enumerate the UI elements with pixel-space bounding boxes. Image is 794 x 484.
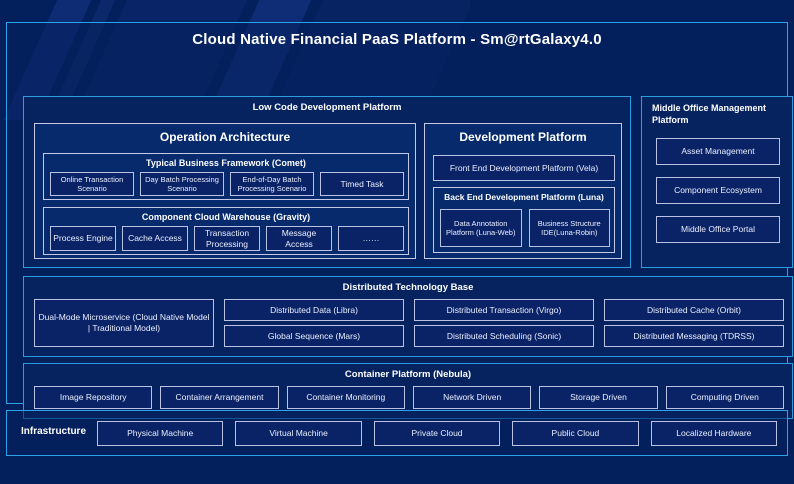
- subpanel-typical-business-framework[interactable]: Typical Business Framework (Comet) Onlin…: [43, 153, 409, 200]
- box-container-arrangement[interactable]: Container Arrangement: [160, 386, 279, 409]
- box-storage-driven[interactable]: Storage Driven: [539, 386, 658, 409]
- box-online-transaction-scenario[interactable]: Online Transaction Scenario: [50, 172, 134, 196]
- development-platform-title: Development Platform: [459, 130, 587, 144]
- box-container-monitoring[interactable]: Container Monitoring: [286, 386, 405, 409]
- box-process-engine[interactable]: Process Engine: [50, 226, 116, 251]
- box-computing-driven[interactable]: Computing Driven: [665, 386, 784, 409]
- box-dual-mode-microservice[interactable]: Dual-Mode Microservice (Cloud Native Mod…: [34, 299, 214, 347]
- box-global-sequence[interactable]: Global Sequence (Mars): [224, 325, 404, 347]
- box-network-driven[interactable]: Network Driven: [412, 386, 532, 409]
- main-platform-frame: Cloud Native Financial PaaS Platform - S…: [6, 22, 793, 419]
- component-cloud-warehouse-title: Component Cloud Warehouse (Gravity): [141, 212, 311, 222]
- box-physical-machine[interactable]: Physical Machine: [97, 421, 224, 446]
- back-end-development-platform-title: Back End Development Platform (Luna): [444, 192, 604, 202]
- typical-business-framework-title: Typical Business Framework (Comet): [146, 158, 306, 168]
- box-distributed-messaging[interactable]: Distributed Messaging (TDRSS): [604, 325, 784, 347]
- operation-architecture-title: Operation Architecture: [159, 130, 291, 144]
- panel-container-platform[interactable]: Container Platform (Nebula) Image Reposi…: [23, 363, 793, 419]
- box-day-batch-processing-scenario[interactable]: Day Batch Processing Scenario: [140, 172, 224, 196]
- middle-office-title: Middle Office Management Platform: [652, 103, 767, 125]
- box-public-cloud[interactable]: Public Cloud: [512, 421, 639, 446]
- box-asset-management[interactable]: Asset Management: [656, 138, 780, 165]
- box-distributed-data[interactable]: Distributed Data (Libra): [224, 299, 404, 321]
- box-virtual-machine[interactable]: Virtual Machine: [235, 421, 362, 446]
- subpanel-operation-architecture[interactable]: Operation Architecture Typical Business …: [34, 123, 416, 259]
- box-end-of-day-batch-processing-scenario[interactable]: End-of-Day Batch Processing Scenario: [230, 172, 314, 196]
- box-middle-office-portal[interactable]: Middle Office Portal: [656, 216, 780, 243]
- panel-distributed-technology-base[interactable]: Distributed Technology Base Dual-Mode Mi…: [23, 276, 793, 357]
- box-business-structure-ide[interactable]: Business Structure IDE(Luna-Robin): [528, 209, 610, 247]
- box-component-ecosystem[interactable]: Component Ecosystem: [656, 177, 780, 204]
- box-image-repository[interactable]: Image Repository: [34, 386, 153, 409]
- infrastructure-label: Infrastructure: [21, 426, 87, 437]
- box-timed-task[interactable]: Timed Task: [320, 172, 404, 196]
- box-data-annotation-platform[interactable]: Data Annotation Platform (Luna-Web): [440, 209, 522, 247]
- box-more-components[interactable]: ……: [338, 226, 404, 251]
- box-localized-hardware[interactable]: Localized Hardware: [650, 421, 778, 446]
- subpanel-development-platform[interactable]: Development Platform Front End Developme…: [424, 123, 622, 259]
- distributed-technology-base-title: Distributed Technology Base: [342, 282, 474, 293]
- box-transaction-processing[interactable]: Transaction Processing: [194, 226, 260, 251]
- subpanel-back-end-development-platform[interactable]: Back End Development Platform (Luna) Dat…: [433, 187, 615, 253]
- container-platform-title: Container Platform (Nebula): [344, 369, 472, 380]
- panel-low-code-development-platform[interactable]: Low Code Development Platform Operation …: [23, 96, 631, 268]
- box-distributed-transaction[interactable]: Distributed Transaction (Virgo): [414, 299, 594, 321]
- box-message-access[interactable]: Message Access: [266, 226, 332, 251]
- box-front-end-development-platform[interactable]: Front End Development Platform (Vela): [433, 155, 615, 181]
- panel-middle-office-management-platform[interactable]: Middle Office Management Platform Asset …: [641, 96, 793, 268]
- box-distributed-scheduling[interactable]: Distributed Scheduling (Sonic): [414, 325, 594, 347]
- infrastructure-frame: Infrastructure Physical Machine Virtual …: [6, 410, 788, 456]
- box-private-cloud[interactable]: Private Cloud: [373, 421, 501, 446]
- subpanel-component-cloud-warehouse[interactable]: Component Cloud Warehouse (Gravity) Proc…: [43, 207, 409, 255]
- box-distributed-cache[interactable]: Distributed Cache (Orbit): [604, 299, 784, 321]
- box-cache-access[interactable]: Cache Access: [122, 226, 188, 251]
- low-code-title: Low Code Development Platform: [252, 102, 402, 113]
- page-title: Cloud Native Financial PaaS Platform - S…: [192, 31, 602, 48]
